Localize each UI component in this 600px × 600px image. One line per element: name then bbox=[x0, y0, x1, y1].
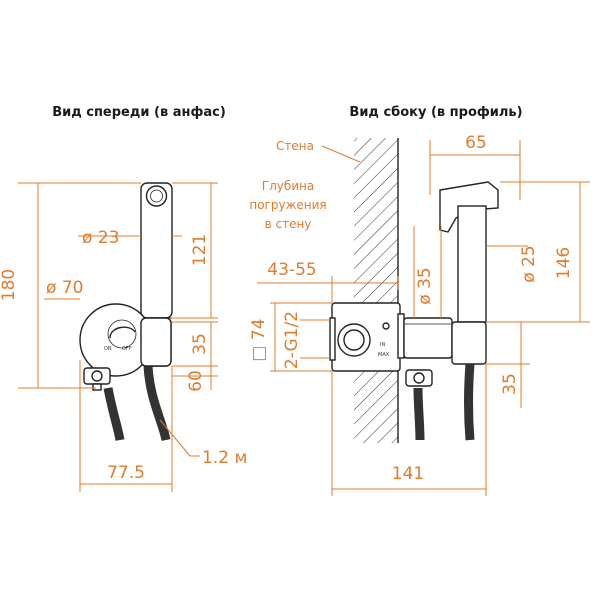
dim-180: 180 bbox=[0, 269, 19, 301]
hose-sleeve-side bbox=[451, 321, 487, 365]
on-label: ON bbox=[104, 346, 112, 352]
side-dimensions: Стена Глубина погружения в стену 43-55 6… bbox=[249, 133, 590, 496]
off-label: OFF bbox=[122, 346, 132, 352]
depth-label-2: погружения bbox=[249, 198, 326, 212]
dim-dia-70: ø 70 bbox=[46, 278, 83, 298]
dim-hose-length: 1.2 м bbox=[202, 448, 247, 468]
dim-43-55: 43-55 bbox=[267, 260, 316, 280]
wall-label: Стена bbox=[276, 139, 314, 153]
front-view: ON OFF bbox=[79, 182, 173, 441]
side-view-title: Вид сбоку (в профиль) bbox=[349, 105, 522, 120]
valve-box bbox=[331, 302, 401, 372]
hand-shower-body bbox=[140, 182, 173, 319]
front-view-title: Вид спереди (в анфас) bbox=[52, 105, 226, 120]
dim-sq-74: □ 74 bbox=[249, 318, 269, 361]
dim-146: 146 bbox=[554, 247, 574, 279]
wall-section bbox=[354, 138, 398, 443]
bottom-nut-side bbox=[405, 369, 433, 387]
dim-77-5: 77.5 bbox=[107, 463, 145, 483]
dim-141: 141 bbox=[392, 464, 424, 484]
in-label: IN bbox=[380, 342, 385, 348]
dim-121: 121 bbox=[190, 234, 210, 266]
dim-dia-25: ø 25 bbox=[519, 245, 539, 282]
dim-35-front: 35 bbox=[190, 333, 210, 355]
depth-label-3: в стену bbox=[265, 217, 312, 231]
shower-body-side bbox=[457, 205, 487, 323]
dim-thread: 2-G1/2 bbox=[282, 311, 302, 369]
dim-35-side: 35 bbox=[500, 373, 520, 395]
valve-circle bbox=[337, 323, 371, 357]
dim-65: 65 bbox=[465, 133, 487, 153]
dim-60: 60 bbox=[186, 370, 206, 392]
side-view: IN MAX bbox=[329, 138, 499, 443]
spray-head bbox=[145, 185, 168, 207]
front-dimensions: 180 ø 23 121 ø 70 35 60 1.2 м 77.5 bbox=[0, 182, 247, 492]
dim-dia-35: ø 35 bbox=[415, 267, 435, 304]
depth-label-1: Глубина bbox=[262, 179, 315, 193]
dim-dia-23: ø 23 bbox=[82, 228, 119, 248]
max-label: MAX bbox=[378, 352, 390, 358]
